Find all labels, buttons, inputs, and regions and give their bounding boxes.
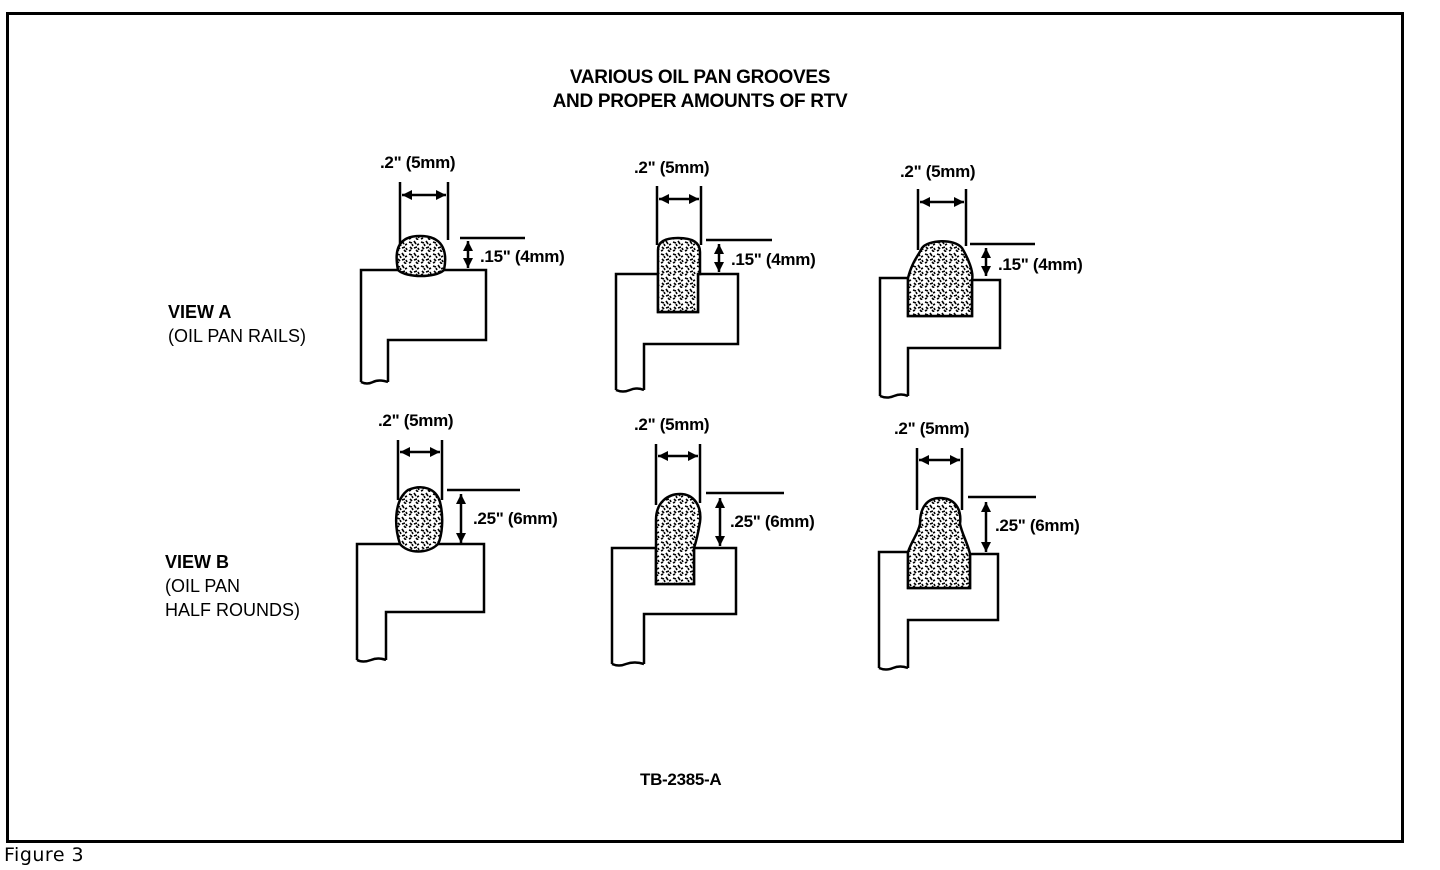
a3-width-label: .2" (5mm) — [900, 162, 976, 181]
rail-a1 — [359, 268, 488, 385]
a3-height-label: .15" (4mm) — [998, 255, 1083, 274]
rtv-bead-a2 — [656, 236, 702, 314]
rtv-bead-b3 — [906, 496, 972, 590]
a1-height-label: .15" (4mm) — [480, 247, 565, 266]
a2-height-label: .15" (4mm) — [731, 250, 816, 269]
rtv-bead-b2 — [654, 492, 702, 586]
dimension-arrowheads — [400, 190, 991, 552]
dimension-height-b3 — [968, 495, 1036, 552]
view-b-label: VIEW B (OIL PAN HALF ROUNDS) — [165, 550, 300, 622]
a1-width-label: .2" (5mm) — [380, 153, 456, 172]
figure-frame — [6, 12, 1404, 843]
view-a-heading: VIEW A — [168, 302, 232, 322]
rail-b1 — [355, 542, 486, 663]
view-b-description-line-1: (OIL PAN — [165, 576, 241, 596]
view-b-description-line-2: HALF ROUNDS) — [165, 600, 301, 620]
drawing-reference: TB-2385-A — [640, 770, 722, 789]
diagram-title-line-1: VARIOUS OIL PAN GROOVES — [569, 67, 831, 88]
a2-width-label: .2" (5mm) — [634, 158, 710, 177]
b2-width-label: .2" (5mm) — [634, 415, 710, 434]
b2-height-label: .25" (6mm) — [730, 512, 815, 531]
b1-height-label: .25" (6mm) — [473, 509, 558, 528]
rtv-bead-b1 — [394, 486, 444, 553]
view-b-heading: VIEW B — [165, 552, 230, 572]
rtv-bead-a3 — [906, 240, 974, 318]
dimension-height-a3 — [970, 242, 1035, 276]
b3-width-label: .2" (5mm) — [894, 419, 970, 438]
b3-height-label: .25" (6mm) — [995, 516, 1080, 535]
view-a-label: VIEW A (OIL PAN RAILS) — [168, 300, 306, 348]
view-a-description: (OIL PAN RAILS) — [168, 326, 307, 346]
figure-caption: Figure 3 — [4, 844, 85, 866]
rtv-bead-a1 — [395, 234, 447, 278]
b1-width-label: .2" (5mm) — [378, 411, 454, 430]
dimension-width-a2 — [655, 186, 703, 245]
diagram-title-line-2: AND PROPER AMOUNTS OF RTV — [552, 91, 848, 112]
dimension-height-a2 — [706, 238, 772, 272]
